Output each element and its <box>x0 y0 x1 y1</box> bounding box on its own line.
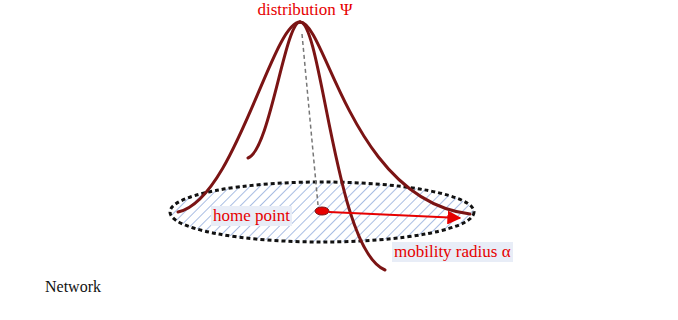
plane-label: Network <box>45 277 101 296</box>
mobility-boundary <box>170 182 474 242</box>
home-point-dot <box>315 207 329 215</box>
radius-arrow <box>329 212 460 218</box>
network-plane: Network <box>0 140 678 320</box>
radius-label: mobility radius α <box>392 242 513 262</box>
home-point-label: home point <box>211 206 292 226</box>
plane-outline <box>0 140 678 320</box>
distribution-label: distribution Ψ <box>255 0 354 20</box>
mobility-area <box>170 182 474 242</box>
distribution-curves <box>178 22 470 270</box>
